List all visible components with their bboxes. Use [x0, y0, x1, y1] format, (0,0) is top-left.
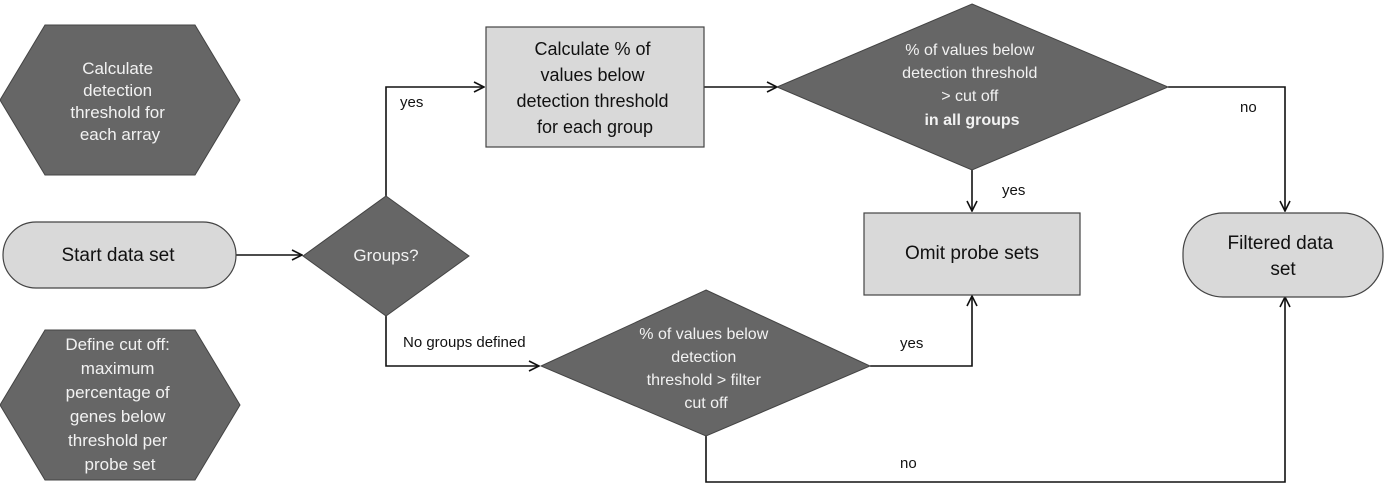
- node-text: Calculate % of values below detection th…: [516, 39, 673, 137]
- stadium-shape: [1182, 212, 1384, 298]
- node-text: % of values below detection threshold > …: [902, 42, 1042, 129]
- rect-shape: [485, 26, 705, 148]
- node-text: % of values below detection threshold > …: [639, 326, 772, 412]
- node-calc-percent: Calculate % of values below detection th…: [485, 26, 705, 148]
- edge-filter-yes: [870, 296, 972, 367]
- edge-groups-yes: [385, 87, 484, 196]
- diamond-shape: [775, 3, 1170, 171]
- diamond-shape: [539, 289, 872, 437]
- label-filter-yes: yes: [900, 335, 923, 352]
- edge-filter-no: [705, 297, 1285, 483]
- node-filter-decision: % of values below detection threshold > …: [539, 289, 872, 437]
- label-filter-no: no: [900, 455, 917, 472]
- node-all-groups-decision: % of values below detection threshold > …: [775, 3, 1170, 171]
- hexagon-shape: [0, 329, 241, 481]
- hexagon-shape: [0, 24, 241, 176]
- stadium-shape: [2, 221, 237, 289]
- label-all-groups-yes: yes: [1002, 182, 1025, 199]
- label-groups-no: No groups defined: [403, 334, 526, 351]
- label-all-groups-no: no: [1240, 99, 1257, 116]
- node-groups-decision: Groups?: [302, 195, 470, 317]
- node-text: Calculate detection threshold for each a…: [70, 59, 169, 144]
- node-start: Start data set: [2, 221, 237, 289]
- label-groups-yes: yes: [400, 94, 423, 111]
- node-text: Start data set: [61, 245, 175, 266]
- node-omit: Omit probe sets: [863, 212, 1081, 296]
- rect-shape: [863, 212, 1081, 296]
- node-calc-threshold: Calculate detection threshold for each a…: [0, 24, 241, 176]
- node-text: Groups?: [353, 246, 418, 265]
- node-text: Filtered data set: [1228, 233, 1339, 280]
- diamond-shape: [302, 195, 470, 317]
- node-text: Define cut off: maximum percentage of ge…: [65, 335, 174, 474]
- edge-groups-no: [385, 316, 539, 366]
- edge-all-groups-no: [1168, 86, 1285, 211]
- node-filtered: Filtered data set: [1182, 212, 1384, 298]
- node-define-cutoff: Define cut off: maximum percentage of ge…: [0, 329, 241, 481]
- node-text: Omit probe sets: [905, 243, 1039, 264]
